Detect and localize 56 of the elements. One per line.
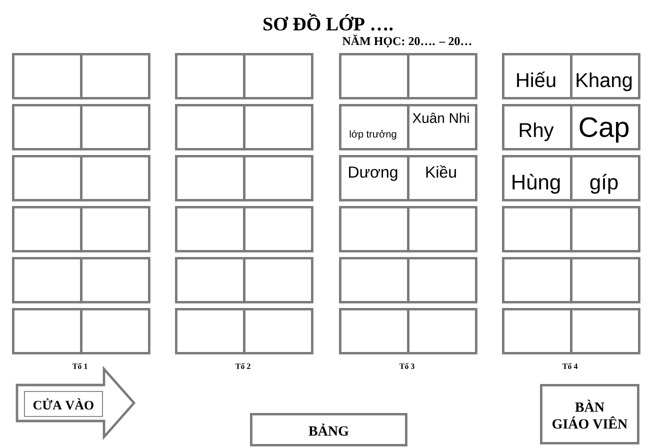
desk-seat: [175, 308, 246, 354]
desk-seat: [243, 308, 314, 354]
desk-seat: [80, 257, 150, 304]
desk-seat: [339, 308, 410, 354]
subtitle: NĂM HỌC: 20…. – 20…: [342, 34, 472, 48]
desk-seat: [570, 257, 640, 304]
desk-seat: [570, 308, 640, 354]
desk-seat: [175, 104, 246, 150]
desk-seat: [339, 257, 410, 304]
desk-seat: Rhy: [502, 104, 572, 150]
group-label: Tổ 2: [235, 363, 250, 369]
desk-seat: [80, 155, 150, 202]
desk-seat: [175, 53, 246, 100]
desk-seat: gíp: [570, 155, 640, 202]
desk-seat: Kiều: [407, 155, 478, 202]
desk-seat: [339, 206, 410, 252]
desk-seat: [243, 206, 314, 252]
desk-seat: Hiếu: [502, 53, 572, 100]
desk-seat: [407, 53, 478, 100]
group-label: Tổ 1: [72, 363, 88, 369]
desk-seat: [243, 257, 314, 304]
desk-seat: [570, 206, 640, 252]
desk-seat: lớp trưởng: [339, 104, 410, 150]
desk-seat: [407, 206, 478, 252]
desk-seat: Cap: [570, 104, 640, 150]
board-box: BẢNG: [250, 413, 408, 446]
desk-seat: [12, 308, 82, 354]
desk-seat: [80, 104, 150, 150]
desk-seat: Dương: [339, 155, 410, 202]
desk-seat: Xuân Nhi: [407, 104, 478, 150]
desk-seat: [243, 104, 314, 150]
desk-seat: [502, 308, 572, 354]
desk-seat: [243, 53, 314, 100]
title: SƠ ĐỒ LỚP ….: [264, 13, 393, 31]
desk-seat: [80, 53, 150, 100]
desk-seat: [12, 53, 82, 100]
desk-seat: [339, 53, 410, 100]
desk-seat: [12, 206, 82, 252]
desk-seat: [80, 308, 150, 354]
desk-seat: [243, 155, 314, 202]
desk-seat: [502, 206, 572, 252]
desk-seat: [502, 257, 572, 304]
desk-seat: [175, 257, 246, 304]
desk-seat: [175, 155, 246, 202]
desk-seat: Hùng: [502, 155, 572, 202]
desk-seat: [407, 308, 478, 354]
desk-seat: [407, 257, 478, 304]
desk-seat: [12, 155, 82, 202]
group-label: Tổ 3: [399, 363, 414, 369]
group-label: Tổ 4: [562, 363, 578, 369]
desk-seat: [80, 206, 150, 252]
desk-seat: [175, 206, 246, 252]
desk-seat: [12, 104, 82, 150]
desk-seat: Khang: [570, 53, 640, 100]
desk-seat: [12, 257, 82, 304]
teacher-desk-box: BÀN GIÁO VIÊN: [540, 384, 640, 444]
